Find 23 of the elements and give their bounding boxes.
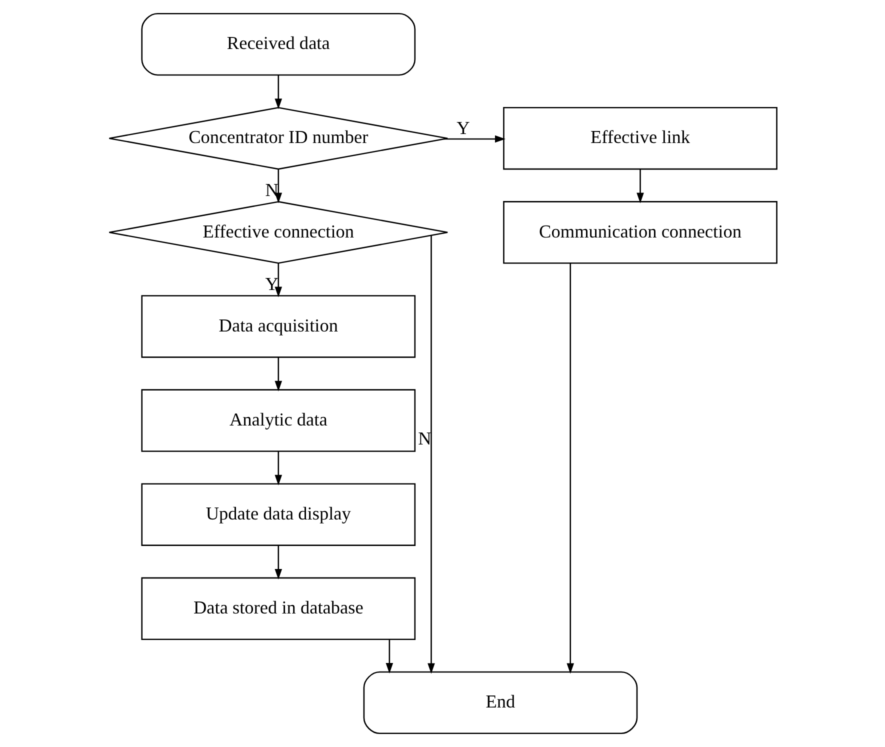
arrow bbox=[427, 235, 434, 674]
node-box: Data stored in database bbox=[140, 577, 416, 640]
arrow bbox=[566, 263, 574, 674]
arrow bbox=[274, 263, 282, 298]
arrow bbox=[274, 545, 282, 580]
edge-label: Y bbox=[264, 274, 278, 294]
arrow bbox=[274, 169, 282, 204]
node-box: Update data display bbox=[140, 483, 416, 546]
edge-label: Y bbox=[456, 118, 470, 138]
node-box: Data acquisition bbox=[140, 295, 416, 358]
arrow bbox=[274, 357, 282, 392]
node-box: Analytic data bbox=[140, 389, 416, 452]
arrow bbox=[636, 169, 644, 204]
node-box: Communication connection bbox=[502, 201, 777, 264]
arrow bbox=[385, 639, 393, 674]
node-diamond: Effective connection bbox=[108, 201, 448, 264]
arrow bbox=[274, 451, 282, 486]
arrow bbox=[443, 135, 505, 143]
node-box: Effective link bbox=[502, 107, 777, 170]
node-diamond: Concentrator ID number bbox=[108, 107, 448, 170]
node-box: End bbox=[362, 671, 638, 734]
arrow bbox=[274, 75, 282, 110]
node-box: Received data bbox=[140, 12, 416, 76]
